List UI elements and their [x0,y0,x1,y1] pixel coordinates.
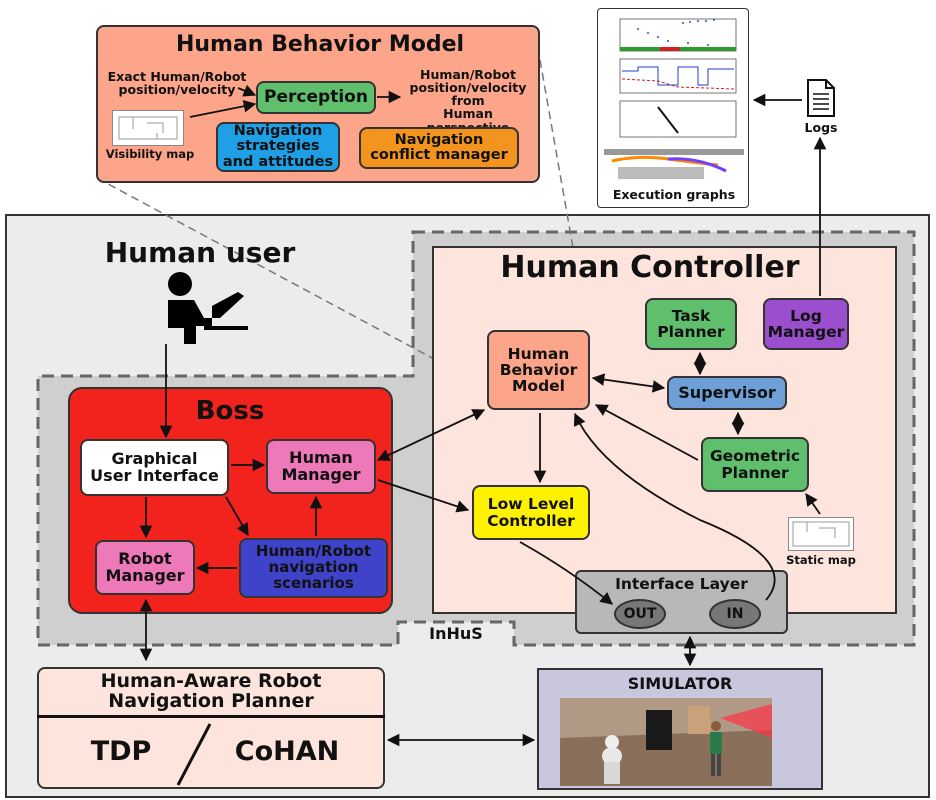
robot-manager-box: Robot Manager [95,540,195,595]
hbm-panel-title: Human Behavior Model [175,32,465,57]
zoom-line-1 [96,177,489,389]
visibility-map-thumbnail [112,110,184,146]
interface-layer-label: Interface Layer [615,575,748,593]
tdp-label: TDP [90,736,152,767]
geometric-planner-box: Geometric Planner [701,437,809,492]
static-map-label: Static map [786,553,856,567]
boss-human-manager-box: Human Manager [266,439,376,494]
human-figure [710,721,722,776]
planner-title: Human-Aware Robot Navigation Planner [100,670,322,712]
simulator-scene [560,698,772,786]
in-port: IN [709,599,761,629]
human-user-title: Human user [104,236,296,269]
task-planner-box: Task Planner [645,298,737,350]
robot-figure [602,735,622,784]
execution-graphs-plots [604,18,744,179]
logs-label: Logs [804,120,838,135]
map-sketch-icon [118,116,178,140]
hbm-input-label: Exact Human/Robot position/velocity [107,69,247,98]
cohan-label: CoHAN [234,736,340,767]
hc-hbm-box: Human Behavior Model [487,330,590,410]
static-map-icon [792,521,850,547]
execution-graphs-panel [597,8,749,208]
perception-box: Perception [256,81,376,114]
zoom-line-2 [539,59,589,334]
scenarios-box: Human/Robot navigation scenarios [239,538,388,598]
human-at-computer-icon [160,270,250,348]
out-port: OUT [614,599,666,629]
static-map-thumbnail [788,517,854,551]
human-controller-title: Human Controller [500,250,800,285]
interface-layer-box: Interface Layer [575,570,788,634]
supervisor-box: Supervisor [667,376,787,410]
log-manager-box: Log Manager [763,298,849,350]
simulator-title: SIMULATOR [627,674,733,693]
nav-strategies-box: Navigation strategies and attitudes [216,122,340,172]
inhus-label: InHuS [429,624,483,643]
low-level-controller-box: Low Level Controller [472,485,590,540]
execution-graphs-label: Execution graphs [612,187,736,202]
planner-divider [37,715,385,718]
logs-document-icon [806,78,836,122]
boss-title: Boss [195,396,265,426]
visibility-map-label: Visibility map [105,147,195,161]
nav-conflict-box: Navigation conflict manager [359,127,519,169]
hbm-output-label: Human/Robot position/velocity from Human… [409,67,527,134]
gui-box: Graphical User Interface [80,439,229,496]
